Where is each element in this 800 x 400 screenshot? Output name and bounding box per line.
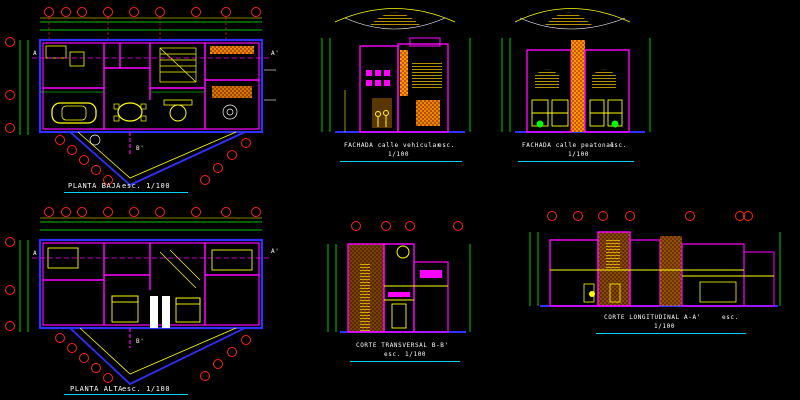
fachada-peatonal-scale-abbr: esc. xyxy=(610,142,627,149)
corte-longitudinal-title-underline xyxy=(596,333,746,334)
planta-baja-drawing xyxy=(5,7,276,187)
planta-alta-cut-a: A xyxy=(33,250,38,257)
corte-longitudinal-title: CORTE LONGITUDINAL A-A' xyxy=(604,314,701,321)
planta-alta-scale: esc. 1/100 xyxy=(122,385,171,393)
planta-alta-title-underline xyxy=(64,394,188,395)
fachada-peatonal-drawing xyxy=(501,8,651,133)
fachada-vehicular-title-underline xyxy=(340,161,462,162)
corte-longitudinal-scale-abbr: esc. xyxy=(722,314,739,321)
corte-longitudinal-drawing xyxy=(529,211,781,307)
fachada-peatonal-title-underline xyxy=(518,161,634,162)
corte-transversal-scale: esc. 1/100 xyxy=(384,351,427,358)
axis-bubbles-top xyxy=(44,7,261,17)
planta-baja-cut-a-prime: A' xyxy=(271,50,280,57)
planta-baja-title-underline xyxy=(64,192,188,193)
fachada-vehicular-scale-abbr: esc. xyxy=(438,142,455,149)
fachada-vehicular-drawing xyxy=(321,8,471,133)
fachada-peatonal-title: FACHADA calle peatonal xyxy=(522,142,615,149)
planta-baja-scale: esc. 1/100 xyxy=(122,182,171,190)
car-symbol xyxy=(51,102,97,124)
planta-alta-cut-b-prime: B' xyxy=(136,338,145,345)
planta-alta-title: PLANTA ALTA xyxy=(70,385,123,393)
planta-alta-drawing xyxy=(5,207,270,386)
planta-baja-cut-b-prime: B' xyxy=(136,145,145,152)
planta-baja-cut-a: A xyxy=(33,50,38,57)
tree-symbols xyxy=(89,104,238,146)
corte-transversal-title: CORTE TRANSVERSAL B-B' xyxy=(356,342,449,349)
fachada-vehicular-scale: 1/100 xyxy=(388,151,410,158)
corte-transversal-drawing xyxy=(327,221,471,333)
fachada-vehicular-title: FACHADA calle vehicular xyxy=(344,142,441,149)
planta-baja-title: PLANTA BAJA xyxy=(68,182,121,190)
corte-longitudinal-scale: 1/100 xyxy=(654,323,676,330)
corte-transversal-title-underline xyxy=(350,361,460,362)
planta-alta-cut-a-prime: A' xyxy=(271,248,280,255)
fachada-peatonal-scale: 1/100 xyxy=(568,151,590,158)
